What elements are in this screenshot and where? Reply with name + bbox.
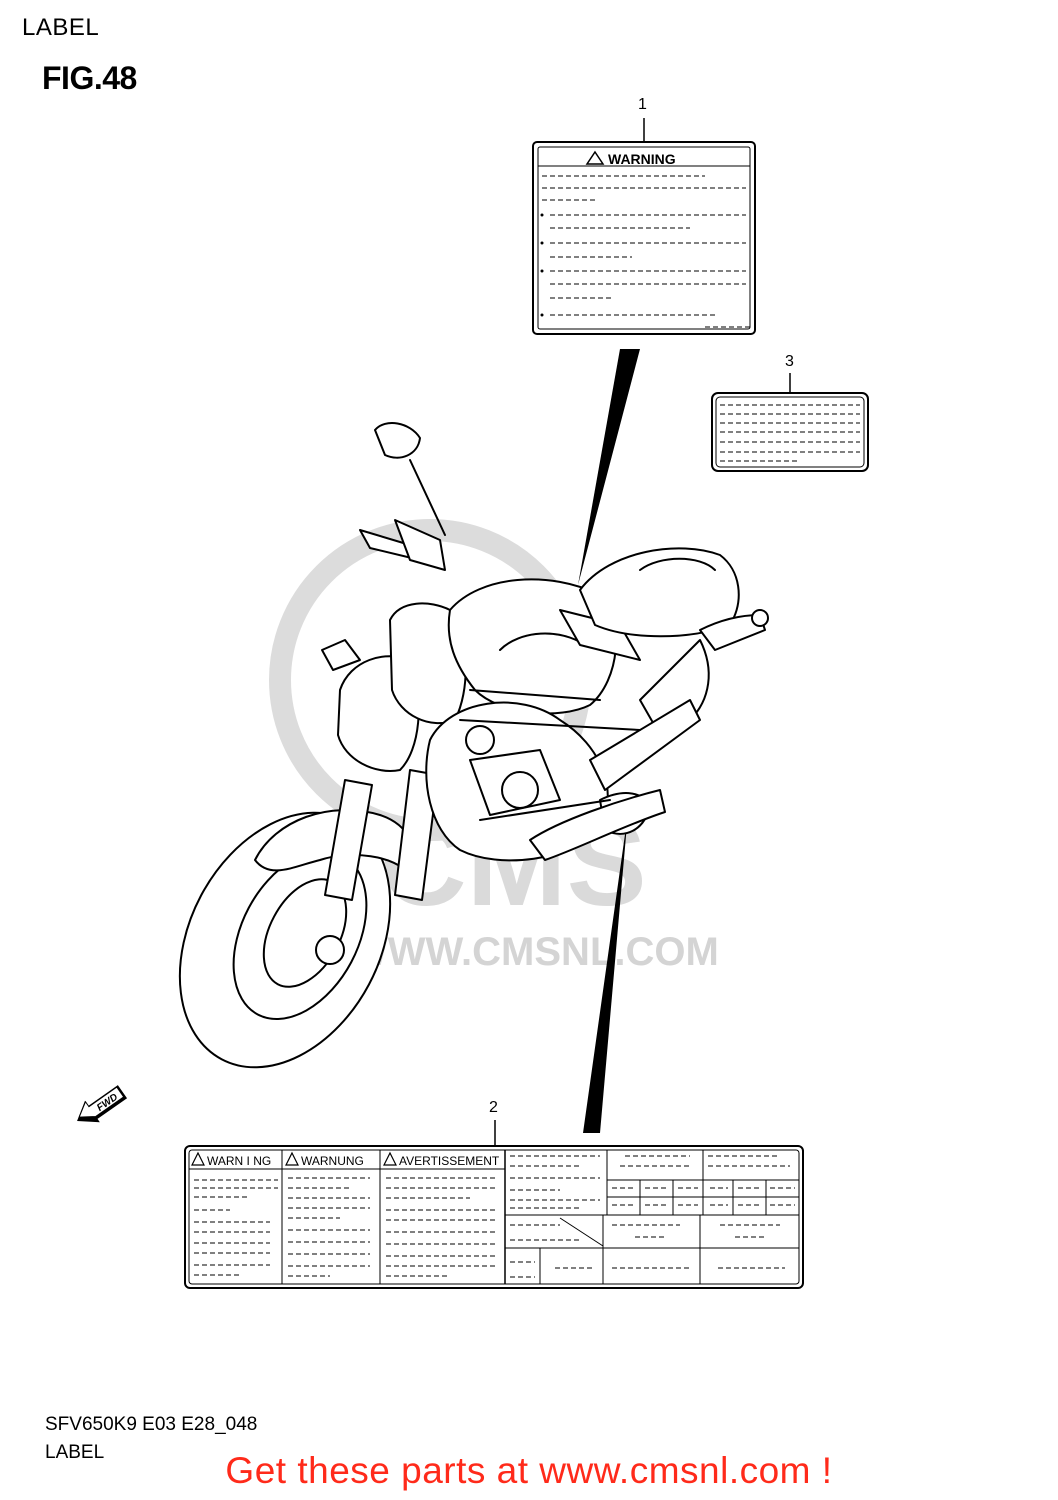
footer-label: LABEL — [45, 1442, 105, 1463]
callout-1: 1 — [638, 96, 647, 113]
promo-link[interactable]: Get these parts at www.cmsnl.com ! — [225, 1450, 833, 1491]
warning-triangle-icon — [383, 1151, 397, 1166]
figure-title: FIG.48 — [42, 60, 137, 96]
callout-2: 2 — [489, 1099, 498, 1116]
label-2-heading-de: WARNUNG — [301, 1154, 364, 1168]
label-3[interactable] — [711, 392, 869, 472]
section-heading: LABEL — [22, 14, 100, 41]
warning-triangle-icon — [585, 150, 605, 165]
fwd-arrow-icon: FWD — [77, 1085, 128, 1123]
label-2-heading-fr: AVERTISSEMENT — [399, 1154, 500, 1168]
callout-1-pointer — [578, 349, 640, 585]
warning-triangle-icon — [285, 1151, 299, 1166]
warning-label-1-text-lines — [542, 175, 750, 328]
callout-3: 3 — [785, 353, 794, 370]
callout-2-pointer — [583, 813, 628, 1133]
warning-triangle-icon — [191, 1151, 205, 1166]
warning-label-1[interactable]: WARNING — [532, 141, 756, 335]
warning-label-2[interactable]: WARN I NG WARNUNG AVERTISSEMENT — [184, 1145, 804, 1289]
warning-label-1-title: WARNING — [608, 151, 676, 167]
promo-banner[interactable]: Get these parts at www.cmsnl.com ! — [0, 1450, 1058, 1492]
model-code: SFV650K9 E03 E28_048 — [45, 1414, 258, 1435]
watermark-url: WWW.CMSNL.COM — [350, 930, 719, 974]
bullet-dots — [540, 213, 544, 317]
label-2-heading-en: WARN I NG — [207, 1154, 271, 1168]
motorcycle-drawing — [178, 422, 769, 1069]
